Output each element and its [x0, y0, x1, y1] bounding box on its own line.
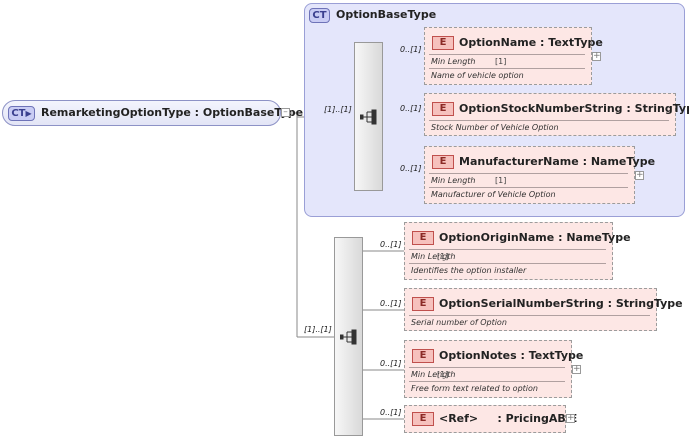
element-documentation: Stock Number of Vehicle Option [431, 123, 559, 132]
facet-label: Min Length [431, 176, 476, 185]
element-name: OptionNotes [439, 349, 517, 362]
element-title: OptionOriginName : NameType [439, 230, 631, 245]
element-option-name[interactable]: E OptionName : TextType Min Length [1] N… [424, 27, 603, 85]
element-type: TextType [548, 36, 603, 49]
extension-arrow-icon: ▶ [25, 109, 32, 118]
element-name: OptionName [459, 36, 537, 49]
element-occurrence: 0..[1] [400, 104, 422, 113]
separator-line [429, 54, 585, 55]
facet-value: [1] [437, 252, 449, 261]
collapse-toggle[interactable]: – [281, 108, 290, 117]
element-name: ManufacturerName [459, 155, 579, 168]
sequence-icon [360, 109, 377, 125]
type-separator: : [540, 36, 545, 49]
element-badge: E [432, 155, 454, 169]
element-documentation: Serial number of Option [411, 318, 507, 327]
element-option-serial-number-string[interactable]: E OptionSerialNumberString : StringType … [404, 288, 683, 331]
element-type: PricingABIE [505, 412, 578, 425]
element-title: ManufacturerName : NameType [459, 154, 655, 169]
element-type: TextType [528, 349, 584, 362]
complex-type-badge: CT▶ [8, 106, 35, 121]
element-name: <Ref> [439, 412, 479, 425]
root-complex-type[interactable]: CT▶ RemarketingOptionType : OptionBaseTy… [2, 100, 303, 126]
element-title: OptionNotes : TextType [439, 348, 583, 363]
type-separator: : [626, 102, 631, 115]
complex-type-badge: CT [309, 8, 330, 23]
element-occurrence: 0..[1] [400, 45, 422, 54]
separator-line [429, 173, 628, 174]
separator-line [409, 263, 606, 264]
type-separator: : [558, 231, 563, 244]
element-type: StringType [634, 102, 689, 115]
root-type-name: RemarketingOptionType [41, 106, 191, 119]
base-type-name: OptionBaseType [336, 8, 437, 21]
separator-line [409, 381, 565, 382]
type-separator: : [607, 297, 613, 310]
element-option-notes[interactable]: E OptionNotes : TextType Min Length [1] … [404, 340, 583, 398]
element-occurrence: 0..[1] [380, 299, 402, 308]
element-type: NameType [590, 155, 656, 168]
expand-toggle[interactable]: + [635, 170, 644, 180]
element-occurrence: 0..[1] [380, 408, 402, 417]
separator-line [429, 187, 628, 188]
type-separator: : [497, 412, 502, 425]
element-occurrence: 0..[1] [400, 164, 422, 173]
element-badge: E [412, 349, 434, 363]
element-badge: E [412, 412, 434, 426]
separator-line [409, 367, 565, 368]
element-badge: E [412, 231, 434, 245]
separator-line [409, 249, 606, 250]
element-documentation: Free form text related to option [411, 384, 538, 393]
element-title: OptionSerialNumberString : StringType [439, 296, 683, 311]
element-option-stock-number-string[interactable]: E OptionStockNumberString : StringType S… [424, 93, 689, 136]
facet-label: Min Length [411, 252, 456, 261]
element-title: OptionStockNumberString : StringType [459, 101, 689, 116]
facet-value: [1] [495, 57, 507, 66]
base-sequence-compositor[interactable] [354, 42, 383, 191]
element-title: OptionName : TextType [459, 35, 603, 50]
type-separator: : [194, 106, 200, 119]
element-option-origin-name[interactable]: E OptionOriginName : NameType Min Length… [404, 222, 631, 280]
element-occurrence: 0..[1] [380, 240, 402, 249]
element-badge: E [412, 297, 434, 311]
element-pricing-abie-ref[interactable]: E <Ref> : PricingABIE [404, 405, 577, 433]
element-name: OptionStockNumberString [459, 102, 623, 115]
type-separator: : [520, 349, 525, 362]
expand-toggle[interactable]: + [572, 364, 581, 374]
expand-toggle[interactable]: + [566, 413, 575, 423]
element-documentation: Identifies the option installer [411, 266, 527, 275]
element-badge: E [432, 102, 454, 116]
ext-sequence-compositor[interactable] [334, 237, 363, 436]
element-manufacturer-name[interactable]: E ManufacturerName : NameType Min Length… [424, 146, 655, 204]
sequence-icon [340, 329, 357, 345]
element-name: OptionSerialNumberString [439, 297, 604, 310]
element-occurrence: 0..[1] [380, 359, 402, 368]
base-sequence-occurrence: [1]..[1] [324, 105, 352, 114]
element-title: <Ref> : PricingABIE [439, 411, 577, 426]
separator-line [429, 68, 585, 69]
element-documentation: Name of vehicle option [431, 71, 524, 80]
element-type: StringType [615, 297, 683, 310]
element-badge: E [432, 36, 454, 50]
element-documentation: Manufacturer of Vehicle Option [431, 190, 556, 199]
expand-toggle[interactable]: + [592, 51, 601, 61]
separator-line [409, 315, 650, 316]
element-type: NameType [566, 231, 631, 244]
facet-value: [1] [437, 370, 449, 379]
element-name: OptionOriginName [439, 231, 555, 244]
facet-value: [1] [495, 176, 507, 185]
facet-label: Min Length [411, 370, 456, 379]
root-type-title: RemarketingOptionType : OptionBaseType [41, 106, 303, 120]
type-separator: : [582, 155, 587, 168]
ext-sequence-occurrence: [1]..[1] [304, 325, 332, 334]
root-base-type: OptionBaseType [202, 106, 304, 119]
facet-label: Min Length [431, 57, 476, 66]
separator-line [429, 120, 669, 121]
